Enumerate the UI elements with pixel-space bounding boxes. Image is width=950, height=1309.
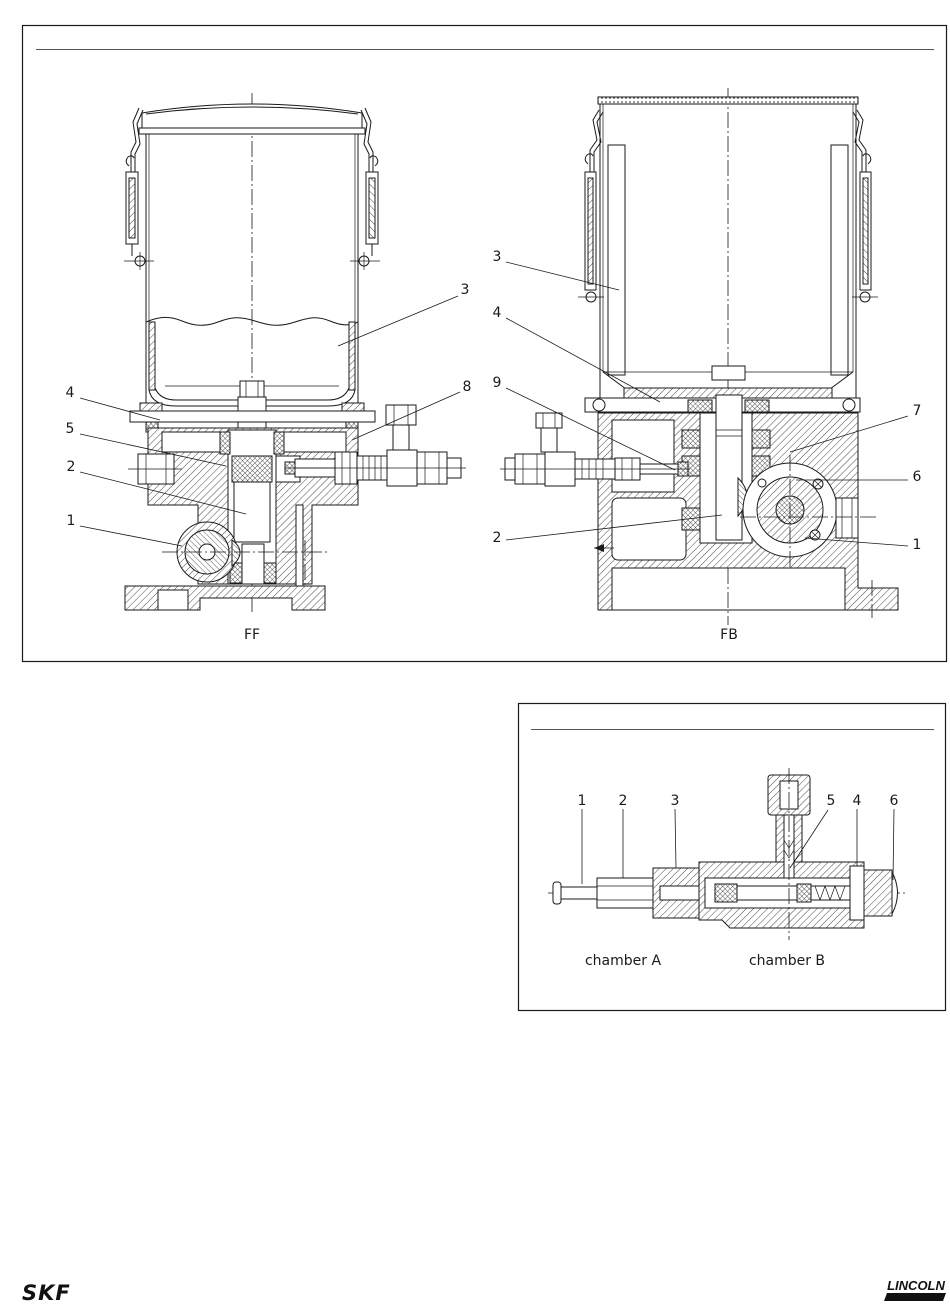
callout-ff-follower: 4 [66, 385, 75, 401]
tie-bar-left-fb [608, 145, 625, 375]
callout-fb-bearing: 7 [913, 403, 922, 419]
follower-nut-ff [240, 381, 264, 397]
callout-fb-gear: 6 [913, 469, 922, 485]
element-knob [553, 882, 561, 904]
callout-ff-outlet: 8 [463, 379, 472, 395]
element-sleeve [597, 878, 653, 908]
reservoir-lid-rim-ff [139, 128, 365, 134]
callout-ff-reservoir: 3 [461, 282, 470, 298]
pump-housing-fb [594, 395, 898, 618]
lincoln-logo-bar [884, 1293, 946, 1301]
callout-fb-reservoir: 3 [493, 249, 502, 265]
callout-fb-pump-element: 2 [493, 530, 502, 546]
callout-inset-sleeve: 2 [619, 793, 628, 809]
inset-figure-border [519, 704, 946, 1011]
callout-inset-check-valve: 5 [827, 793, 836, 809]
inset-figure: 1 2 3 5 4 6 chamber A chamber B [519, 704, 946, 1011]
pump-fb-caption: FB [720, 627, 738, 643]
tie-bar-right-fb [831, 145, 848, 375]
callout-inset-washer: 4 [853, 793, 862, 809]
reservoir-lid-fb [598, 97, 858, 104]
callout-fb-outlet: 9 [493, 375, 502, 391]
lincoln-logo: LINCOLN [884, 1278, 946, 1301]
shaft-fb [716, 395, 742, 540]
follower-ff [238, 381, 266, 431]
element-piston [737, 886, 797, 900]
callout-ff-piston: 5 [66, 421, 75, 437]
follower-nut-fb [712, 366, 745, 380]
element-end-plug [864, 870, 892, 916]
bearing-ff [220, 432, 230, 454]
reservoir-lid-ff [142, 104, 362, 129]
chamber-a-label: chamber A [585, 953, 661, 969]
callout-ff-pump-element: 2 [67, 459, 76, 475]
bearing-fb [682, 430, 700, 448]
foot-ff [125, 586, 325, 610]
chamber-b-label: chamber B [749, 953, 825, 969]
piston-ff [232, 456, 272, 482]
pump-ff-drawing: 3 4 8 5 2 1 FF [66, 93, 472, 643]
callout-fb-worm: 1 [913, 537, 922, 553]
liner-wall-left-ff [149, 322, 155, 390]
callout-ff-eccentric: 1 [67, 513, 76, 529]
lincoln-logo-text: LINCOLN [887, 1278, 945, 1293]
callout-inset-nut: 3 [671, 793, 680, 809]
pump-ff-caption: FF [244, 627, 260, 643]
follower-fb [712, 366, 745, 380]
footer: SKF LINCOLN [22, 1278, 946, 1305]
liner-wall-right-ff [349, 322, 355, 390]
element-rod [561, 887, 597, 899]
callout-inset-knob: 1 [578, 793, 587, 809]
plug-fb [836, 498, 858, 538]
callout-inset-end-plug: 6 [890, 793, 899, 809]
skf-logo: SKF [22, 1281, 71, 1305]
rod-ff [296, 505, 303, 597]
pump-housing-ff [128, 428, 358, 600]
callout-fb-follower: 4 [493, 305, 502, 321]
element-washer [850, 866, 864, 920]
pump-fb-drawing: 3 4 9 7 6 2 1 FB [493, 88, 922, 643]
